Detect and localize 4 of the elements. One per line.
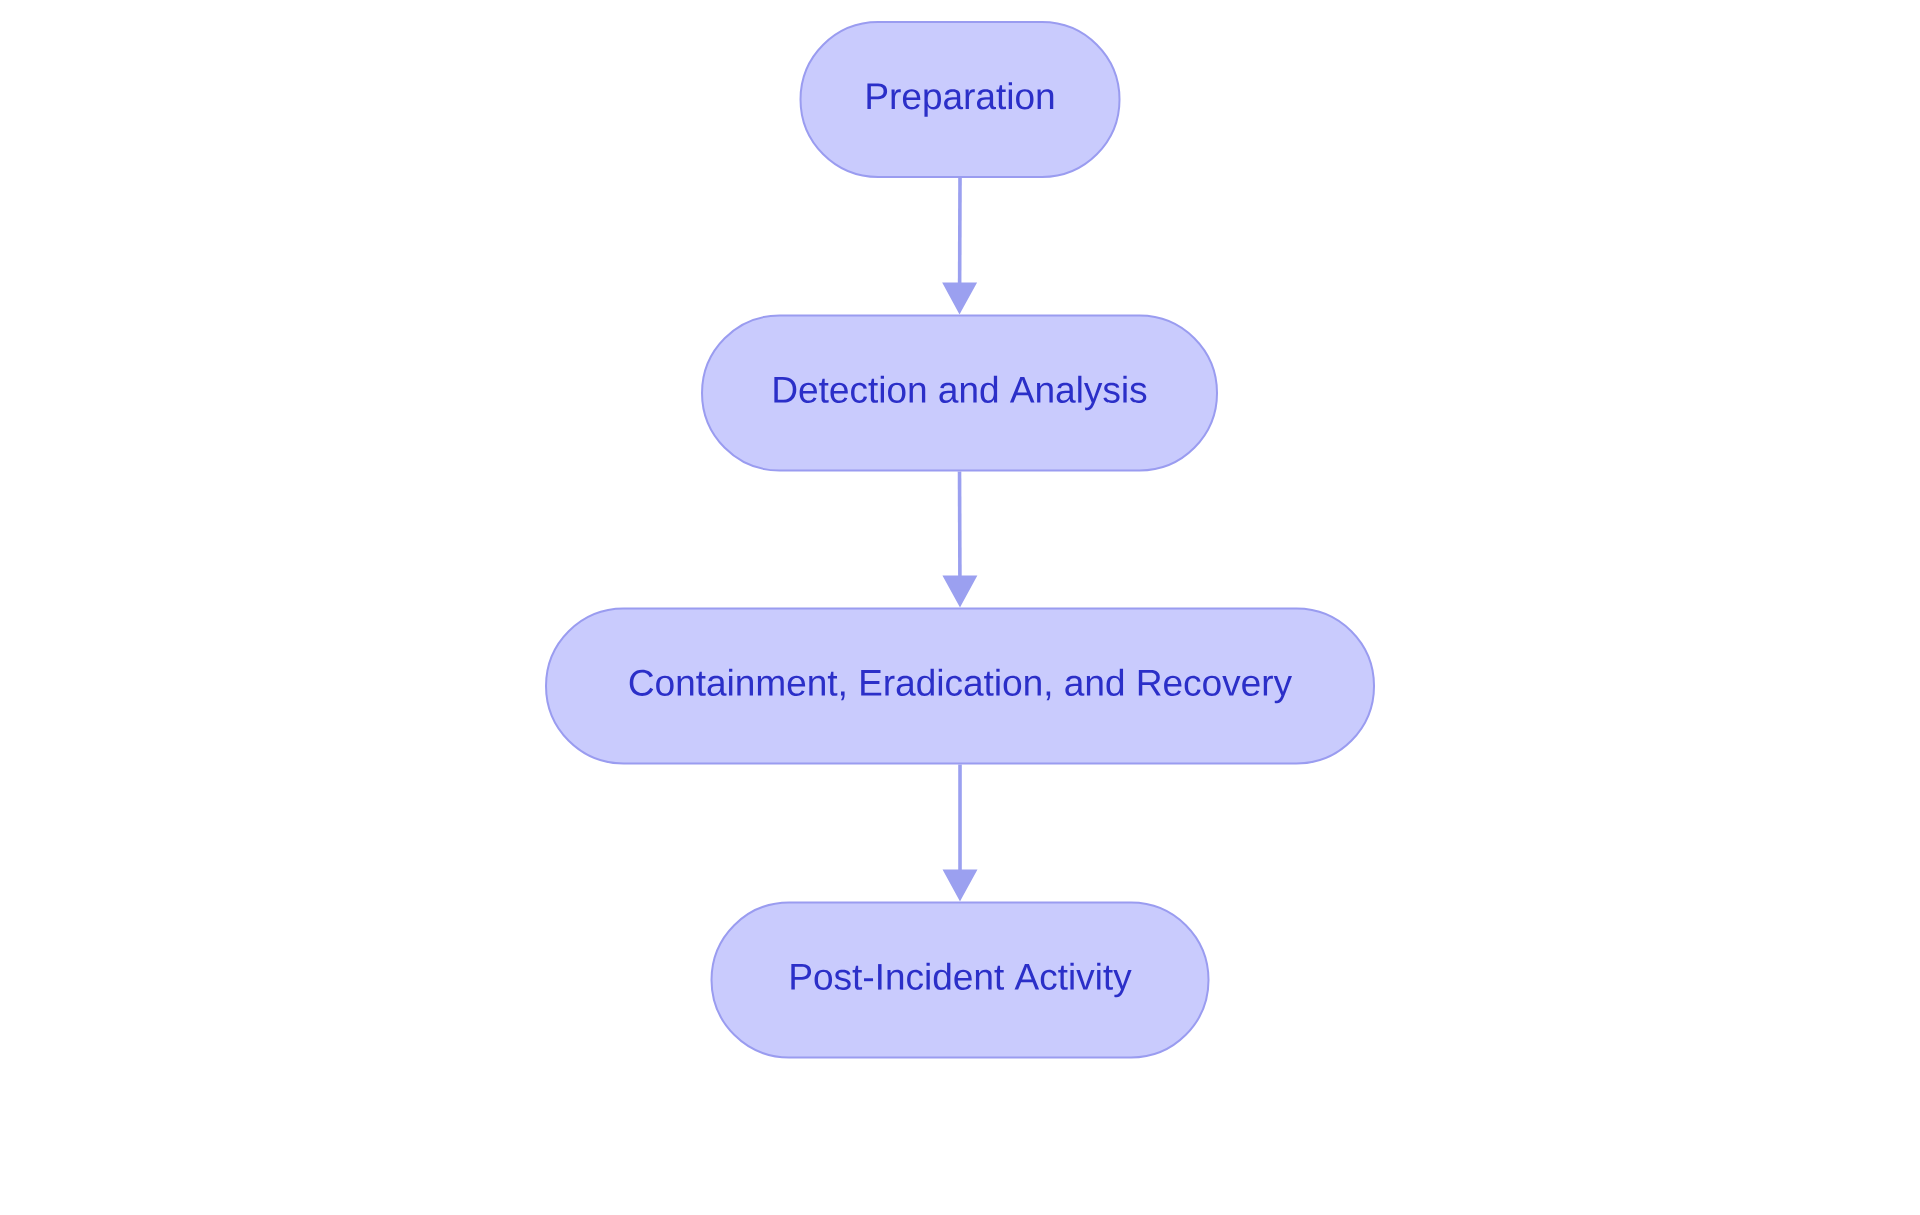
process-box: Preparation — [799, 21, 1121, 178]
process-box: Containment, Eradication, and Recovery — [545, 607, 1375, 765]
process-box: Detection and Analysis — [701, 314, 1218, 472]
process-box: Post-Incident Activity — [710, 901, 1210, 1059]
